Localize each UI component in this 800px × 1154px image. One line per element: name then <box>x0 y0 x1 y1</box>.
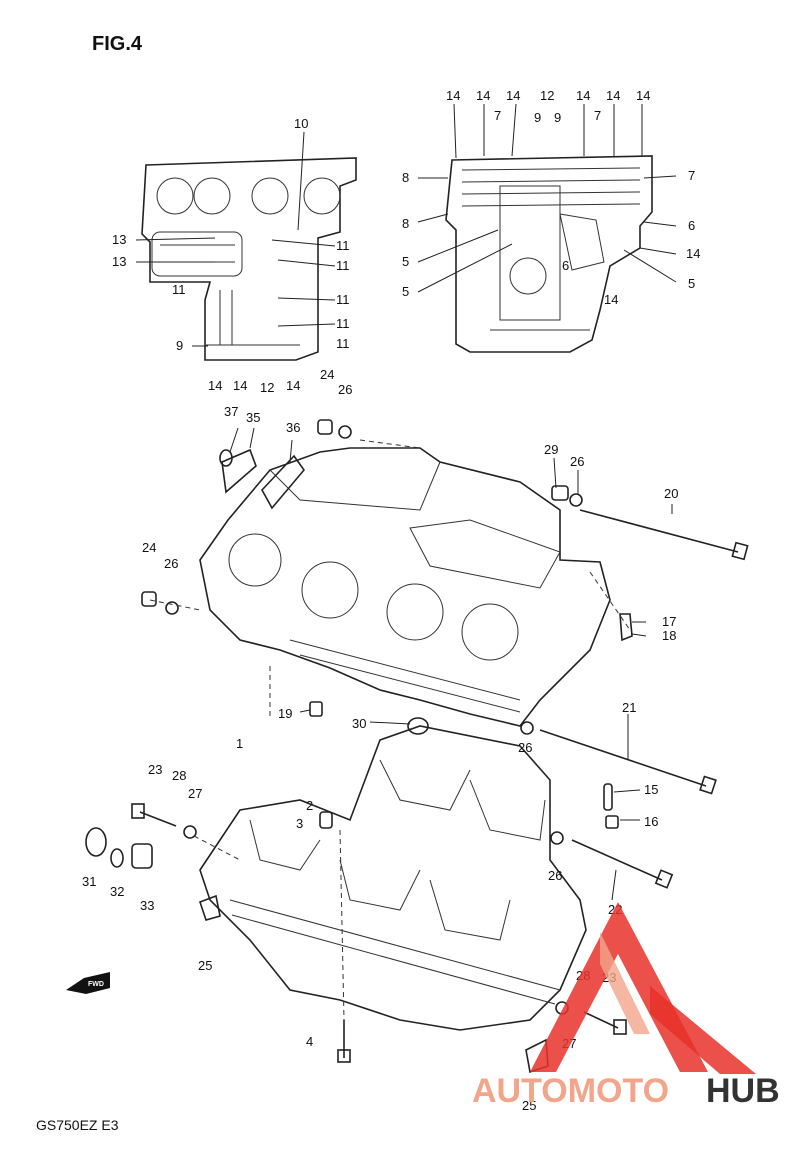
callout: 12 <box>540 88 554 103</box>
callout: 25 <box>198 958 212 973</box>
callout: 5 <box>402 254 409 269</box>
callout: 11 <box>336 292 350 307</box>
nuts-and-bushes <box>85 419 633 1074</box>
callout: 25 <box>522 1098 536 1113</box>
callout: 2 <box>306 798 313 813</box>
upper-case-top-view <box>141 157 357 361</box>
callout: 19 <box>278 706 292 721</box>
callout: 23 <box>148 762 162 777</box>
callout: 14 <box>686 246 700 261</box>
model-code: GS750EZ E3 <box>36 1117 119 1133</box>
callout: 28 <box>172 768 186 783</box>
callout: 6 <box>688 218 695 233</box>
callout: 24 <box>320 367 334 382</box>
callout: 14 <box>286 378 300 393</box>
callout: 17 <box>662 614 676 629</box>
watermark-text-left: AUTOMOTO <box>472 1072 669 1110</box>
callout: 26 <box>164 556 178 571</box>
callout: 26 <box>570 454 584 469</box>
callout: 20 <box>664 486 678 501</box>
bolt-20 <box>579 509 749 561</box>
callout: 24 <box>142 540 156 555</box>
callout: 15 <box>644 782 658 797</box>
callout: 36 <box>286 420 300 435</box>
callout: 16 <box>644 814 658 829</box>
callout: 14 <box>606 88 620 103</box>
callout: 33 <box>140 898 154 913</box>
callout: 9 <box>534 110 541 125</box>
callout: 29 <box>544 442 558 457</box>
callout: 7 <box>594 108 601 123</box>
callout: 7 <box>494 108 501 123</box>
callout: 11 <box>336 336 350 351</box>
callout: 30 <box>352 716 366 731</box>
watermark-logo: AUTOMOTO HUB <box>472 902 780 1110</box>
assembly-lines <box>149 439 631 1021</box>
leader-lines <box>135 103 677 901</box>
callout: 11 <box>336 316 350 331</box>
bolt-23-right <box>583 1011 627 1035</box>
callout: 1 <box>236 736 243 751</box>
bolt-23-left <box>131 803 177 827</box>
callout: 7 <box>688 168 695 183</box>
lower-crankcase <box>199 725 587 1031</box>
callout: 21 <box>622 700 636 715</box>
callout: 14 <box>476 88 490 103</box>
callout: 5 <box>688 276 695 291</box>
callout: 14 <box>636 88 650 103</box>
callout: 14 <box>506 88 520 103</box>
callout: 9 <box>176 338 183 353</box>
callout: 14 <box>604 292 618 307</box>
callout: 14 <box>208 378 222 393</box>
callout: 26 <box>338 382 352 397</box>
callout: 14 <box>576 88 590 103</box>
callout: 8 <box>402 216 409 231</box>
callout: 9 <box>554 110 561 125</box>
callout: 11 <box>336 238 350 253</box>
callout: 31 <box>82 874 96 889</box>
bolt-21 <box>539 729 717 795</box>
callout: 4 <box>306 1034 313 1049</box>
callout: 14 <box>446 88 460 103</box>
callout: 27 <box>188 786 202 801</box>
watermark-text-right: HUB <box>706 1072 780 1110</box>
callout: 11 <box>336 258 350 273</box>
callout-labels: 10 13 13 11 11 11 11 11 11 9 14 14 14 12… <box>82 88 700 1113</box>
callout: 12 <box>260 380 274 395</box>
callout: 5 <box>402 284 409 299</box>
figure-title: FIG.4 <box>92 33 143 55</box>
callout: 35 <box>246 410 260 425</box>
callout: 37 <box>224 404 238 419</box>
callout: 11 <box>172 282 186 297</box>
washer-set <box>165 425 583 1015</box>
front-arrow-label: FWD <box>88 981 104 988</box>
callout: 14 <box>233 378 247 393</box>
front-arrow-icon: FWD <box>66 972 110 994</box>
callout: 26 <box>518 740 532 755</box>
callout: 13 <box>112 232 126 247</box>
bolt-22 <box>571 839 674 889</box>
bolt-4 <box>337 1020 351 1063</box>
upper-crankcase <box>199 447 611 727</box>
callout: 13 <box>112 254 126 269</box>
callout: 26 <box>548 868 562 883</box>
callout: 32 <box>110 884 124 899</box>
callout: 6 <box>562 258 569 273</box>
callout: 3 <box>296 816 303 831</box>
callout: 10 <box>294 116 308 131</box>
callout: 8 <box>402 170 409 185</box>
callout: 18 <box>662 628 676 643</box>
upper-case-bottom-view <box>445 155 653 353</box>
